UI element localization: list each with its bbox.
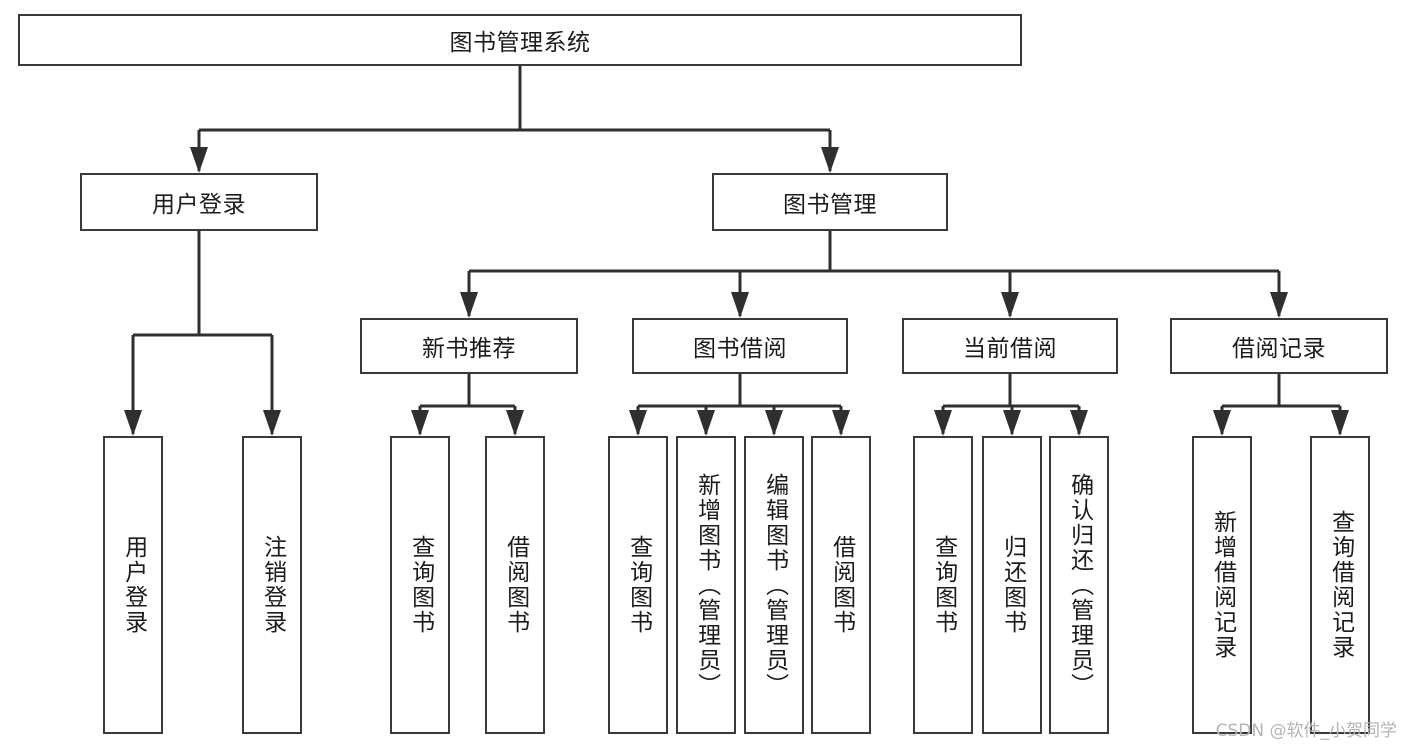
- node-label: 查询借阅记录: [1327, 510, 1354, 660]
- node-label: 当前借阅: [963, 336, 1057, 362]
- node-leaf-rec-2[interactable]: 查询借阅记录: [1310, 436, 1370, 734]
- node-label: 查询图书: [930, 535, 957, 635]
- node-leaf-login-2[interactable]: 注销登录: [242, 436, 302, 734]
- node-leaf-cur-3[interactable]: 确认归还（管理员）: [1049, 436, 1109, 734]
- node-label: 查询图书: [407, 535, 434, 635]
- node-newbook[interactable]: 新书推荐: [360, 318, 578, 374]
- node-leaf-borrow-3[interactable]: 编辑图书（管理员）: [744, 436, 804, 734]
- node-root[interactable]: 图书管理系统: [18, 14, 1022, 66]
- node-label: 借阅图书: [828, 535, 855, 635]
- node-label: 新增借阅记录: [1209, 510, 1236, 660]
- node-label: 图书借阅: [693, 336, 787, 362]
- node-label: 借阅图书: [502, 535, 529, 635]
- node-login[interactable]: 用户登录: [80, 173, 318, 231]
- node-leaf-cur-1[interactable]: 查询图书: [913, 436, 973, 734]
- node-leaf-borrow-1[interactable]: 查询图书: [608, 436, 668, 734]
- node-leaf-borrow-2[interactable]: 新增图书（管理员）: [676, 436, 736, 734]
- node-leaf-cur-2[interactable]: 归还图书: [982, 436, 1042, 734]
- node-borrow[interactable]: 图书借阅: [632, 318, 848, 374]
- node-label: 确认归还（管理员）: [1066, 472, 1093, 698]
- node-leaf-new-1[interactable]: 查询图书: [390, 436, 450, 734]
- node-current[interactable]: 当前借阅: [902, 318, 1118, 374]
- node-bookmgmt[interactable]: 图书管理: [712, 173, 948, 231]
- node-label: 借阅记录: [1232, 336, 1326, 362]
- node-leaf-new-2[interactable]: 借阅图书: [485, 436, 545, 734]
- node-records[interactable]: 借阅记录: [1170, 318, 1388, 374]
- node-label: 查询图书: [625, 535, 652, 635]
- node-label: 归还图书: [999, 535, 1026, 635]
- node-label: 新增图书（管理员）: [693, 472, 720, 698]
- node-leaf-rec-1[interactable]: 新增借阅记录: [1192, 436, 1252, 734]
- node-label: 注销登录: [259, 535, 286, 635]
- node-leaf-borrow-4[interactable]: 借阅图书: [811, 436, 871, 734]
- node-label: 新书推荐: [422, 336, 516, 362]
- watermark-label: CSDN @软件_小贺同学: [1215, 721, 1397, 741]
- node-label: 图书管理系统: [449, 30, 591, 56]
- node-label: 用户登录: [120, 535, 147, 635]
- node-label: 编辑图书（管理员）: [761, 472, 788, 698]
- node-leaf-login-1[interactable]: 用户登录: [103, 436, 163, 734]
- node-label: 图书管理: [783, 192, 877, 218]
- node-label: 用户登录: [152, 192, 246, 218]
